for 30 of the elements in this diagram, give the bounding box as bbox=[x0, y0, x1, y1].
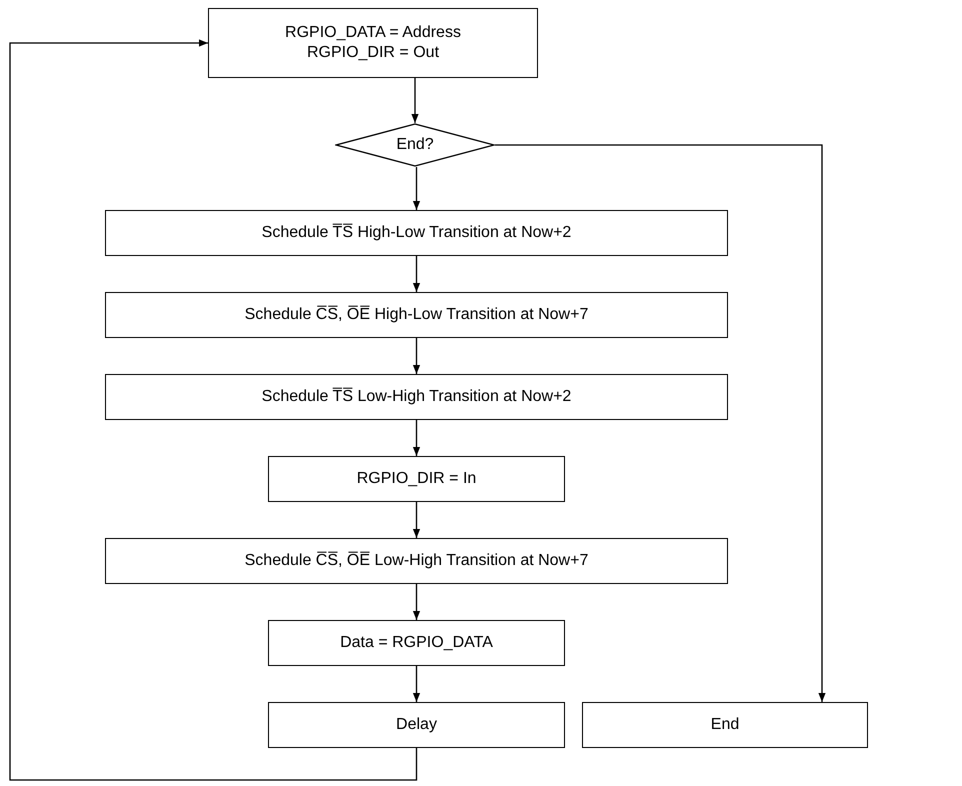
box-label: Delay bbox=[396, 715, 437, 735]
arrow bbox=[412, 256, 420, 292]
box-label: Schedule T̅S̅ High-Low Transition at Now+2 bbox=[262, 223, 572, 243]
process-box bbox=[105, 374, 728, 420]
box-label: Schedule C̅S̅, O̅E̅ Low-High Transition at Now+7 bbox=[244, 551, 588, 571]
arrow bbox=[412, 584, 420, 620]
box-label: Schedule T̅S̅ Low-High Transition at Now+2 bbox=[262, 387, 572, 407]
arrow bbox=[495, 144, 826, 702]
box-label: RGPIO_DATA = Address RGPIO_DIR = Out bbox=[284, 23, 462, 63]
process-box bbox=[105, 292, 728, 338]
process-box bbox=[268, 620, 565, 666]
process-box bbox=[208, 8, 538, 78]
process-box bbox=[105, 538, 728, 584]
arrow bbox=[412, 167, 420, 210]
box-label: End bbox=[710, 715, 740, 735]
arrow bbox=[412, 338, 420, 374]
arrow bbox=[412, 502, 420, 538]
process-box bbox=[268, 456, 565, 502]
arrow bbox=[412, 666, 420, 702]
decision-diamond bbox=[335, 123, 495, 167]
process-box bbox=[268, 702, 565, 748]
arrow bbox=[411, 78, 419, 123]
box-label: Data = RGPIO_DATA bbox=[340, 633, 493, 653]
arrow bbox=[9, 39, 418, 781]
process-box bbox=[582, 702, 868, 748]
box-label: RGPIO_DIR = In bbox=[356, 469, 476, 489]
arrow bbox=[412, 420, 420, 456]
process-box bbox=[105, 210, 728, 256]
box-label: End? bbox=[396, 135, 434, 155]
box-label: Schedule C̅S̅, O̅E̅ High-Low Transition at Now+7 bbox=[244, 305, 588, 325]
